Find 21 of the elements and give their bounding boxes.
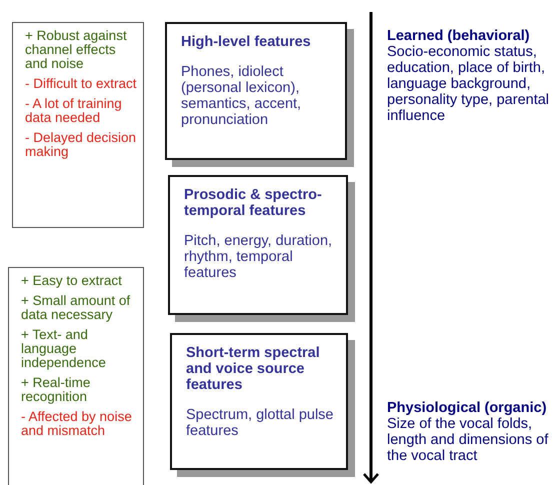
side-text: Size of the vocal folds, length and dimensions of the vocal tract (387, 416, 550, 464)
list-item: + Text- and language independence (21, 328, 107, 370)
list-item: - Affected by noise and mismatch (21, 410, 133, 438)
list-item: - Delayed decision making (25, 131, 138, 159)
list-item: + Easy to extract (21, 274, 123, 288)
list-item: - A lot of training data needed (25, 97, 123, 125)
list-item: + Small amount of data necessary (21, 294, 132, 322)
list-item: - Difficult to extract (25, 77, 138, 91)
side-heading: Physiological (organic) (387, 400, 548, 416)
box-heading: High-level features (181, 34, 312, 50)
box-text: Phones, idiolect (personal lexicon), semantics, accent, pronunciation (181, 64, 302, 128)
box-heading: Short-term spectral and voice source features (186, 345, 321, 393)
side-heading: Learned (behavioral) (387, 28, 531, 44)
box-text: Spectrum, glottal pulse features (186, 407, 334, 439)
note-box (8, 267, 144, 485)
list-item: + Real-time recognition (21, 376, 92, 404)
side-text: Socio-economic status, education, place of birth, language background, personality type, parental influence (387, 44, 550, 124)
box-text: Pitch, energy, duration, rhythm, temporal features (184, 233, 334, 281)
box-heading: Prosodic & spectro-temporal features (184, 187, 323, 219)
list-item: + Robust against channel effects and noise (25, 29, 128, 71)
note-box (12, 22, 144, 228)
